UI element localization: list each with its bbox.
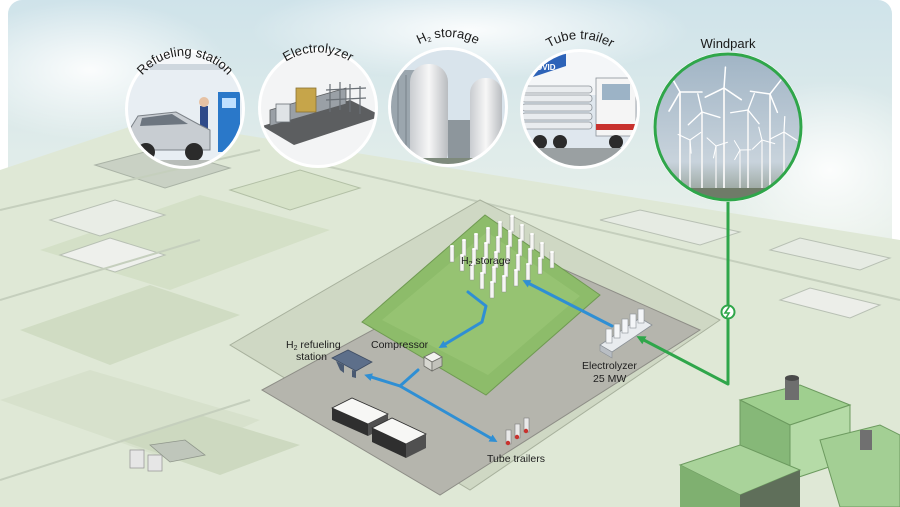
storage-cylinder bbox=[539, 242, 545, 260]
label-h2-storage: H2 storage bbox=[461, 255, 511, 268]
storage-cylinder bbox=[515, 254, 521, 272]
compressor-unit bbox=[423, 351, 443, 372]
storage-cylinder bbox=[529, 233, 535, 251]
storage-cylinder bbox=[479, 272, 485, 290]
hydrogen-flow-lines bbox=[364, 280, 614, 442]
storage-cylinder bbox=[537, 257, 543, 275]
storage-cylinder bbox=[459, 254, 465, 272]
wind-turbine bbox=[729, 92, 760, 192]
flow-storage-to-compressor bbox=[438, 290, 488, 349]
storage-cylinder bbox=[501, 275, 507, 293]
flow-compressor-to-trailers bbox=[398, 384, 498, 442]
title-tube-trailer: Tube trailer bbox=[543, 27, 617, 51]
trailer-sign-text: OVID bbox=[536, 63, 556, 72]
storage-cylinder bbox=[485, 227, 491, 245]
wind-turbine bbox=[677, 131, 702, 192]
wind-turbines bbox=[668, 66, 798, 192]
wind-turbine bbox=[687, 93, 721, 192]
storage-cylinder bbox=[527, 248, 533, 266]
power-plant-buildings bbox=[678, 375, 900, 507]
photo-electrolyzer bbox=[258, 48, 378, 168]
label-tube-trailers: Tube trailers bbox=[487, 453, 545, 465]
power-line-windpark bbox=[636, 202, 736, 386]
storage-cylinder bbox=[469, 263, 475, 281]
windpark-ring bbox=[653, 52, 803, 202]
storage-cylinder bbox=[519, 224, 525, 242]
tube-trailers-group bbox=[505, 417, 530, 446]
storage-cylinder bbox=[497, 221, 503, 239]
storage-cylinder bbox=[449, 245, 455, 263]
storage-cylinder bbox=[525, 263, 531, 281]
storage-cylinder bbox=[491, 266, 497, 284]
photo-refueling-station bbox=[125, 49, 245, 169]
electrolyzer-modules bbox=[599, 308, 653, 359]
storage-cylinder bbox=[461, 239, 467, 257]
storage-tank bbox=[410, 64, 448, 165]
wind-turbine bbox=[749, 77, 783, 192]
storage-cylinder bbox=[507, 230, 513, 248]
hydrogen-site bbox=[229, 199, 721, 496]
refueling-station-building bbox=[331, 349, 373, 378]
storage-sheds bbox=[331, 397, 427, 458]
title-windpark: Windpark bbox=[701, 36, 756, 51]
storage-cylinder bbox=[495, 236, 501, 254]
storage-cylinder bbox=[517, 239, 523, 257]
storage-cylinder bbox=[489, 281, 495, 299]
wind-turbine bbox=[733, 140, 752, 192]
storage-cylinder bbox=[549, 251, 555, 269]
storage-cylinder bbox=[509, 215, 515, 233]
lightning-bolt bbox=[723, 306, 731, 319]
storage-cylinders bbox=[449, 215, 555, 299]
wind-turbine bbox=[706, 137, 729, 192]
label-compressor: Compressor bbox=[371, 339, 429, 351]
wind-turbine bbox=[704, 66, 743, 192]
wind-turbine bbox=[751, 126, 776, 192]
storage-cylinder bbox=[473, 233, 479, 251]
storage-cylinder bbox=[513, 269, 519, 287]
photo-tube-trailer: OVID bbox=[520, 49, 640, 169]
lightning-icon bbox=[720, 304, 736, 320]
flow-electrolyzer-to-storage bbox=[522, 280, 614, 328]
